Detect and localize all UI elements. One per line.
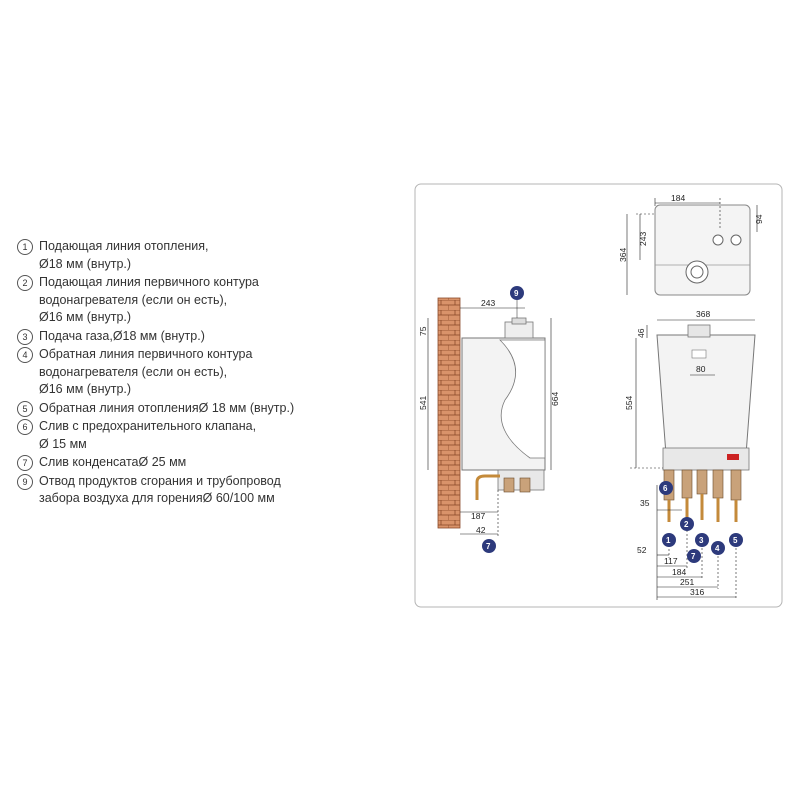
svg-text:3: 3 (699, 536, 704, 545)
dim-top-243: 243 (638, 232, 648, 246)
legend-text: Ø18 мм (внутр.) (39, 256, 132, 271)
badge-2 (680, 517, 694, 531)
legend-item: 3 Подача газа,Ø18 мм (внутр.) (17, 328, 317, 346)
dim-side-187: 187 (471, 511, 485, 521)
legend-number-icon: 5 (17, 400, 33, 417)
legend-text: водонагревателя (если он есть), (39, 292, 228, 307)
dim-front-52: 52 (637, 545, 647, 555)
top-view: 184 94 243 364 (618, 193, 764, 296)
svg-text:5: 5 (733, 536, 738, 545)
legend-item: 1 Подающая линия отопления, Ø18 мм (внутр.… (17, 238, 317, 273)
dim-front-80: 80 (696, 364, 706, 374)
dim-side-75: 75 (418, 326, 428, 336)
legend-text: Обратная линия отопленияØ 18 мм (внутр.) (39, 400, 295, 415)
dim-front-184: 184 (672, 567, 686, 577)
dim-front-554: 554 (624, 396, 634, 410)
dim-top-94: 94 (754, 214, 764, 224)
dim-front-46: 46 (636, 328, 646, 338)
badge-7-side (482, 539, 496, 553)
legend-text: Подача газа,Ø18 мм (внутр.) (39, 328, 205, 343)
legend-item: 6 Слив с предохранительного клапана, Ø 15 … (17, 418, 317, 453)
dim-side-664: 664 (550, 392, 560, 406)
legend-number-icon: 9 (17, 473, 33, 490)
legend-number-icon: 2 (17, 275, 33, 291)
legend-text: Ø16 мм (внутр.) (39, 382, 132, 396)
front-view: 368 46 80 554 35 52 117 184 251 316 6 (624, 309, 756, 600)
side-view: 243 75 541 664 187 42 9 7 (418, 286, 560, 553)
legend-text: Подающая линия первичного контура (39, 275, 259, 289)
legend-item: 2 Подающая линия первичного контура водона… (17, 274, 317, 327)
dim-front-316: 316 (690, 587, 704, 597)
svg-text:7: 7 (486, 542, 491, 551)
dim-top-184: 184 (671, 193, 685, 203)
legend-number-icon: 7 (17, 455, 33, 471)
svg-text:7: 7 (691, 552, 696, 561)
connection-legend: 1 Подающая линия отопления, Ø18 мм (внутр.… (17, 238, 317, 509)
legend-text: Отвод продуктов сгорания и трубопровод (39, 473, 281, 488)
svg-text:6: 6 (663, 484, 668, 493)
legend-text: Подающая линия отопления, (39, 239, 209, 253)
dim-front-117: 117 (664, 556, 678, 566)
badge-3 (695, 533, 709, 547)
svg-text:2: 2 (684, 520, 689, 529)
badge-1 (662, 533, 676, 547)
dim-side-541: 541 (418, 396, 428, 410)
legend-number-icon: 3 (17, 328, 33, 345)
legend-number-icon: 1 (17, 239, 33, 255)
legend-text: Слив конденсатаØ 25 мм (39, 455, 187, 469)
dim-front-368: 368 (696, 309, 710, 319)
legend-text: Ø 15 мм (39, 436, 87, 451)
dim-top-364: 364 (618, 248, 628, 262)
dim-front-35: 35 (640, 498, 650, 508)
svg-text:1: 1 (666, 536, 671, 545)
badge-5 (729, 533, 743, 547)
badge-4 (711, 541, 725, 555)
legend-item: 9 Отвод продуктов сгорания и трубопровод з… (17, 473, 317, 508)
dim-side-42: 42 (476, 525, 486, 535)
badge-7-front (687, 549, 701, 563)
legend-text: водонагревателя (если он есть), (39, 364, 228, 379)
svg-text:4: 4 (715, 544, 720, 553)
badge-6 (659, 481, 673, 495)
legend-text: Обратная линия первичного контура (39, 347, 253, 361)
brick-wall (437, 297, 461, 529)
badge-9 (510, 286, 524, 300)
dim-side-243: 243 (481, 298, 495, 308)
svg-text:9: 9 (514, 289, 519, 298)
legend-number-icon: 6 (17, 419, 33, 435)
legend-item: 4 Обратная линия первичного контура водона… (17, 346, 317, 399)
legend-item: 7 Слив конденсатаØ 25 мм (17, 454, 317, 472)
legend-item: 5 Обратная линия отопленияØ 18 мм (внутр.… (17, 400, 317, 418)
dim-front-251: 251 (680, 577, 694, 587)
legend-text: забора воздуха для горенияØ 60/100 мм (39, 491, 275, 505)
legend-text: Слив с предохранительного клапана, (39, 419, 257, 433)
legend-text: Ø16 мм (внутр.) (39, 310, 132, 324)
legend-number-icon: 4 (17, 347, 33, 363)
